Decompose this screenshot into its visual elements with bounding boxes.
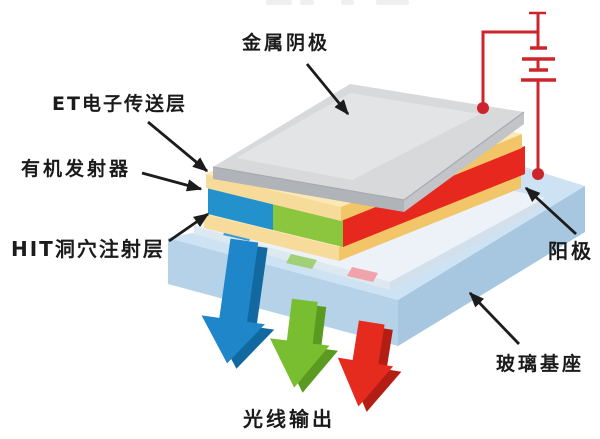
et-layer-label: ET电子传送层 — [52, 93, 187, 115]
emitter-green-face — [273, 202, 343, 247]
cathode-wire — [481, 30, 538, 108]
cathode-contact-dot — [477, 102, 489, 114]
cropped-title-remnant — [266, 0, 292, 5]
pointer-glass — [468, 291, 521, 345]
anode-contact-dot — [532, 168, 544, 180]
emission-mark-pink — [347, 267, 378, 282]
pointer-emitter — [141, 171, 203, 192]
light-output-label: 光线输出 — [243, 407, 335, 431]
cathode-label: 金属阴极 — [242, 32, 331, 54]
emitter-blue-face — [208, 186, 273, 230]
hit-layer-front-face — [204, 214, 339, 261]
cathode-edge-highlight — [212, 111, 525, 201]
cropped-title-remnant — [341, 0, 354, 5]
et-layer-front-face — [206, 174, 341, 221]
glass-substrate-label: 玻璃基座 — [496, 353, 585, 375]
emitter-red-face — [343, 146, 525, 247]
cropped-title-remnant — [376, 0, 409, 5]
cathode-right-face — [404, 112, 524, 212]
anode-label: 阳极 — [548, 239, 594, 263]
light-arrow-blue-body — [201, 238, 265, 364]
light-arrow-green-body — [269, 298, 330, 388]
cathode-top-face — [213, 84, 524, 200]
hit-layer-label: HIT洞穴注射层 — [11, 237, 165, 261]
battery-circuit — [477, 11, 556, 180]
glass-substrate-front-face — [168, 238, 398, 346]
emission-mark-green — [286, 254, 317, 269]
pointer-cathode — [305, 63, 350, 116]
pointer-et-layer — [147, 120, 209, 173]
anode-right-face — [390, 198, 545, 290]
light-arrow-red-body — [337, 320, 394, 407]
light-arrow-blue — [201, 238, 275, 369]
cathode-top-sheen — [236, 93, 480, 180]
emitter-label: 有机发射器 — [21, 158, 132, 180]
light-arrow-red — [337, 320, 402, 412]
pointer-anode — [524, 186, 577, 236]
glass-substrate-right-face — [398, 186, 585, 346]
light-arrow-green — [269, 298, 338, 393]
cathode-front-face — [213, 167, 404, 212]
pointer-hit-layer — [168, 212, 210, 243]
hit-layer-right-face — [339, 174, 521, 261]
cropped-title-remnant — [300, 0, 314, 5]
